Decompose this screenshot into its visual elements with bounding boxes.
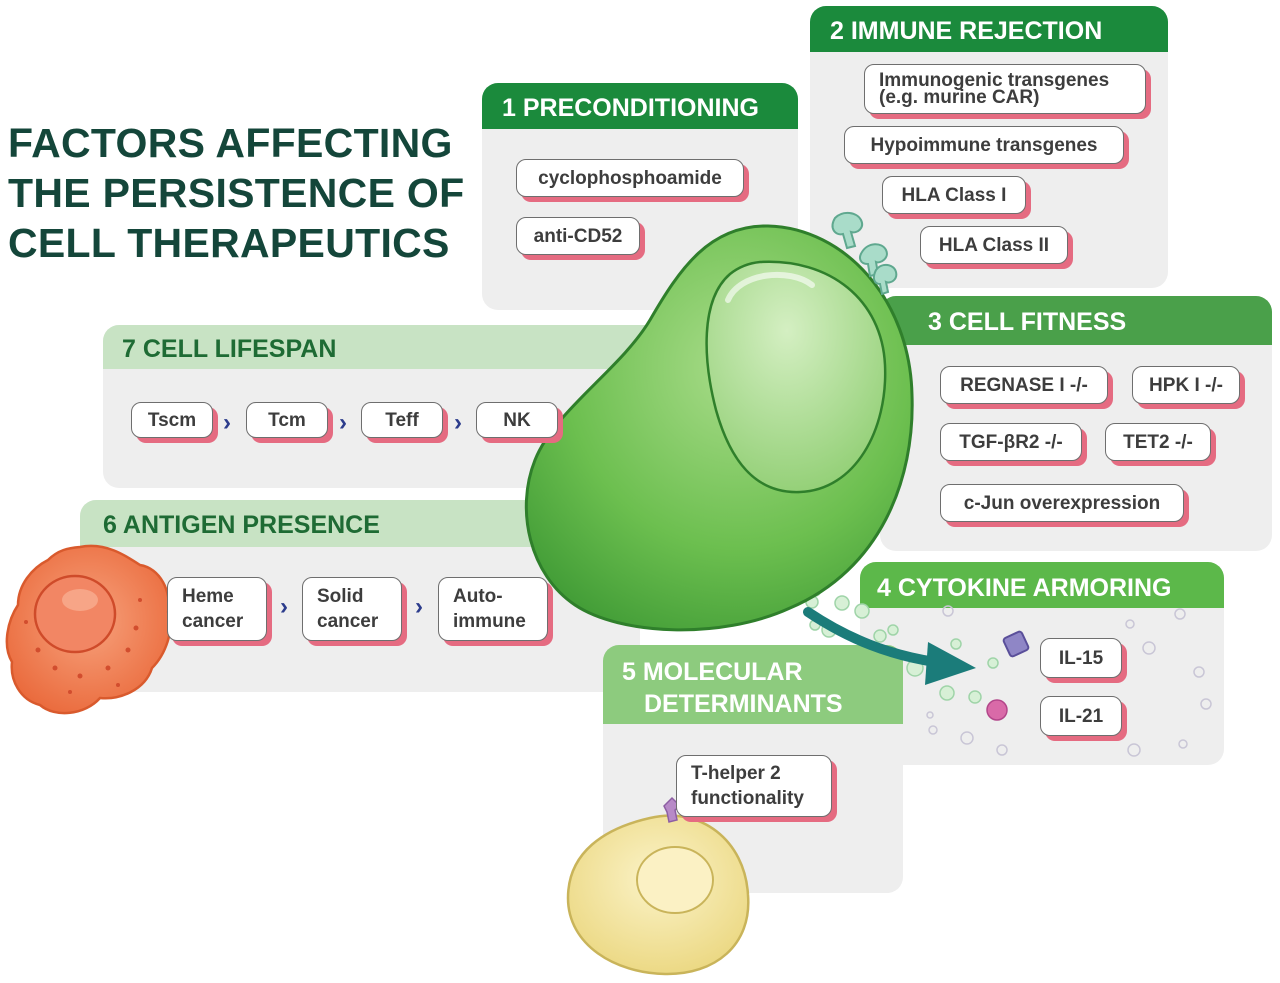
t-helper-line-1: T-helper 2	[691, 763, 781, 784]
header-molecular-determinants: 5 MOLECULAR DETERMINANTS	[622, 656, 843, 720]
helper-cell-icon	[566, 814, 750, 976]
cytokine-cube-icon	[1002, 630, 1030, 658]
pill-c-jun-overexpression: c-Jun overexpression	[940, 484, 1184, 522]
receptor-icon	[831, 212, 898, 296]
header-cell-lifespan: 7 CELL LIFESPAN	[122, 335, 337, 363]
pill-hla-class-i: HLA Class I	[882, 176, 1026, 214]
solid-line-2: cancer	[317, 611, 379, 632]
pill-hypoimmune-transgenes: Hypoimmune transgenes	[844, 126, 1124, 164]
immunogenic-line-2: (e.g. murine CAR)	[879, 87, 1040, 108]
chevron-right-icon: ›	[454, 409, 462, 436]
pill-hpk-i: HPK I -/-	[1132, 366, 1240, 404]
title-line-3: CELL THERAPEUTICS	[8, 220, 450, 266]
pill-tscm: Tscm	[131, 402, 213, 438]
cytokine-arrow-icon	[803, 607, 976, 685]
pill-il-15: IL-15	[1040, 638, 1122, 678]
pill-tet2: TET2 -/-	[1105, 423, 1211, 461]
header-molecular-line-1: 5 MOLECULAR	[622, 658, 803, 686]
pill-nk: NK	[476, 402, 558, 438]
header-molecular-line-2: DETERMINANTS	[644, 690, 843, 718]
header-antigen-presence: 6 ANTIGEN PRESENCE	[103, 511, 380, 539]
pill-autoimmune: Auto- immune	[438, 577, 548, 641]
pill-immunogenic-transgenes: Immunogenic transgenes (e.g. murine CAR)	[864, 64, 1146, 114]
pill-heme-cancer: Heme cancer	[167, 577, 267, 641]
pill-regnase-i: REGNASE I -/-	[940, 366, 1108, 404]
header-cell-fitness: 3 CELL FITNESS	[928, 308, 1127, 336]
cytokine-background-dots	[926, 605, 1212, 757]
immunogenic-line-1: Immunogenic transgenes	[879, 70, 1110, 91]
pill-teff: Teff	[361, 402, 443, 438]
main-t-cell-icon	[524, 224, 914, 632]
pill-t-helper-2: T-helper 2 functionality	[676, 755, 832, 817]
header-cytokine-armoring: 4 CYTOKINE ARMORING	[877, 574, 1172, 602]
cancer-cell-icon	[5, 544, 172, 715]
chevron-right-icon: ›	[339, 409, 347, 436]
pill-solid-cancer: Solid cancer	[302, 577, 402, 641]
pill-hla-class-ii: HLA Class II	[920, 226, 1068, 264]
chevron-right-icon: ›	[415, 593, 423, 620]
title-line-1: FACTORS AFFECTING	[8, 120, 453, 166]
auto-line-1: Auto-	[453, 586, 503, 607]
title-line-2: THE PERSISTENCE OF	[8, 170, 465, 216]
pill-tcm: Tcm	[246, 402, 328, 438]
pill-anti-cd52: anti-CD52	[516, 217, 640, 255]
heme-line-2: cancer	[182, 611, 244, 632]
pill-il-21: IL-21	[1040, 696, 1122, 736]
t-helper-line-2: functionality	[691, 788, 804, 809]
chevron-right-icon: ›	[223, 409, 231, 436]
header-preconditioning: 1 PRECONDITIONING	[502, 94, 759, 122]
cytokine-sphere-icon	[986, 699, 1008, 721]
pill-cyclophosphoamide: cyclophosphoamide	[516, 159, 744, 197]
heme-line-1: Heme	[182, 586, 234, 607]
solid-line-1: Solid	[317, 586, 364, 607]
auto-line-2: immune	[453, 611, 526, 632]
header-immune-rejection: 2 IMMUNE REJECTION	[830, 17, 1103, 45]
pill-tgf-br2: TGF-βR2 -/-	[940, 423, 1082, 461]
chevron-right-icon: ›	[280, 593, 288, 620]
diagram-title: FACTORS AFFECTING THE PERSISTENCE OF CEL…	[8, 118, 478, 268]
